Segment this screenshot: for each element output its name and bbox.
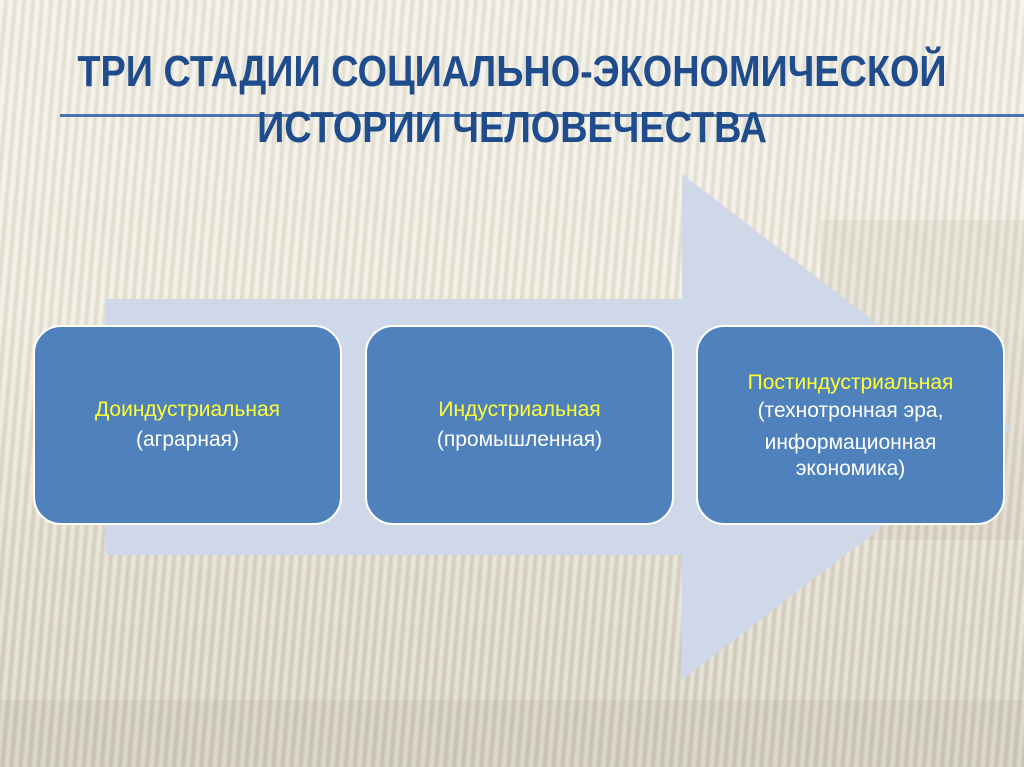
stage-name: Индустриальная [438,398,601,421]
stage-name: Доиндустриальная [94,398,281,421]
title-line-2: ИСТОРИИ ЧЕЛОВЕЧЕСТВА [257,103,767,152]
stage-box-industrial: Индустриальная (промышленная) [365,325,674,525]
stage-box-preindustrial: Доиндустриальная (аграрная) [33,325,342,525]
stage-box-postindustrial: Постиндустриальная (технотронная эра, ин… [696,325,1005,525]
slide-title: ТРИ СТАДИИ СОЦИАЛЬНО-ЭКОНОМИЧЕСКОЙ ИСТОР… [72,44,953,156]
title-line-1: ТРИ СТАДИИ СОЦИАЛЬНО-ЭКОНОМИЧЕСКОЙ [77,47,947,96]
background-shade-bottom [0,700,1024,767]
stage-desc-line-1: (технотронная эра, [757,399,944,422]
stage-name: Постиндустриальная [747,371,954,394]
stage-desc-line-3: экономика) [795,457,906,480]
stage-desc-line-2: информационная [764,431,937,454]
stage-desc: (промышленная) [436,428,603,451]
title-underline [60,114,1024,117]
stage-desc: (аграрная) [135,428,239,451]
